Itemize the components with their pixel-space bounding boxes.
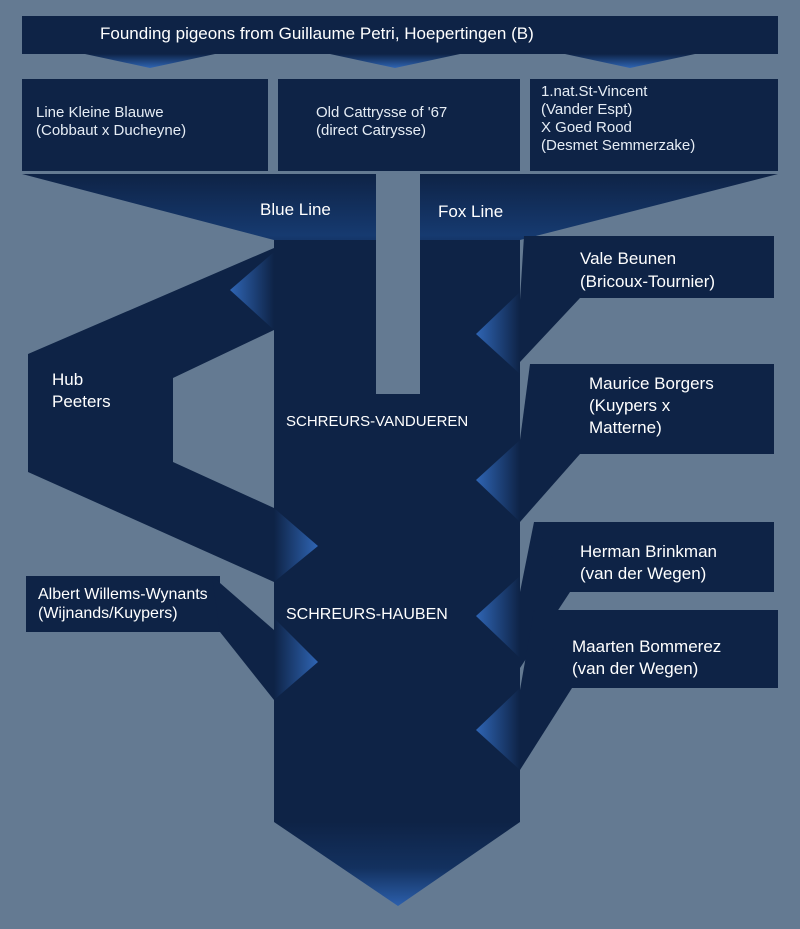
vale-beunen-line2: (Bricoux-Tournier) <box>580 271 716 291</box>
founder-label-1: Line Kleine Blauwe (Cobbaut x Ducheyne) <box>36 104 186 140</box>
line-divider <box>376 174 420 394</box>
founder-3-cross: X Goed Rood <box>541 119 632 136</box>
hub-peeters-line1: Hub <box>52 370 84 389</box>
main-trunk <box>274 240 520 822</box>
albert-line2: (Wijnands/Kuypers) <box>38 605 178 623</box>
stage-hauben: SCHREURS-HAUBEN <box>286 606 448 623</box>
hub-peeters-line2: Peeters <box>52 392 111 412</box>
hub-peeters-label: Hub Peeters <box>52 369 111 413</box>
header-banner <box>22 16 778 68</box>
vale-beunen-label: Vale Beunen (Bricoux-Tournier) <box>580 248 715 294</box>
founder-label-2: Old Cattrysse of '67 (direct Catrysse) <box>316 104 447 140</box>
albert-label: Albert Willems-Wynants (Wijnands/Kuypers… <box>38 585 208 623</box>
vale-beunen-line1: Vale Beunen <box>580 249 677 268</box>
herman-line2: (van der Wegen) <box>580 564 707 584</box>
founder-2-origin: (direct Catrysse) <box>316 122 427 139</box>
herman-brinkman-label: Herman Brinkman (van der Wegen) <box>580 541 717 585</box>
blue-line-label: Blue Line <box>260 200 331 219</box>
founder-3-name: 1.nat.St-Vincent <box>541 83 648 100</box>
albert-line1: Albert Willems-Wynants <box>38 586 208 603</box>
founder-box-2 <box>278 79 520 171</box>
albert-feed <box>26 576 318 700</box>
header-title: Founding pigeons from Guillaume Petri, H… <box>100 24 534 43</box>
fox-line-label: Fox Line <box>438 202 504 221</box>
founder-2-name: Old Cattrysse of '67 <box>316 104 448 121</box>
maarten-line2: (van der Wegen) <box>572 659 699 679</box>
maurice-borgers-label: Maurice Borgers (Kuypers x Matterne) <box>589 373 714 439</box>
founder-1-name: Line Kleine Blauwe <box>36 104 164 121</box>
founder-1-origin: (Cobbaut x Ducheyne) <box>36 122 187 139</box>
maarten-bommerez-label: Maarten Bommerez (van der Wegen) <box>572 636 721 680</box>
maurice-line1: Maurice Borgers <box>589 374 714 393</box>
stage-vandueren: SCHREURS-VANDUEREN <box>286 413 469 430</box>
output-arrow <box>274 822 520 906</box>
hub-peeters-loop <box>28 248 318 582</box>
maarten-line1: Maarten Bommerez <box>572 637 722 656</box>
maurice-line2: (Kuypers x <box>589 396 671 416</box>
founder-label-3: 1.nat.St-Vincent (Vander Espt) X Goed Ro… <box>541 83 695 155</box>
maurice-line3: Matterne) <box>589 418 662 438</box>
founder-box-1 <box>22 79 268 171</box>
founder-3-origin: (Vander Espt) <box>541 101 633 118</box>
founder-3-cross-origin: (Desmet Semmerzake) <box>541 137 696 154</box>
right-feeds <box>476 236 778 770</box>
herman-line1: Herman Brinkman <box>580 542 717 561</box>
founder-box-3 <box>530 79 778 171</box>
